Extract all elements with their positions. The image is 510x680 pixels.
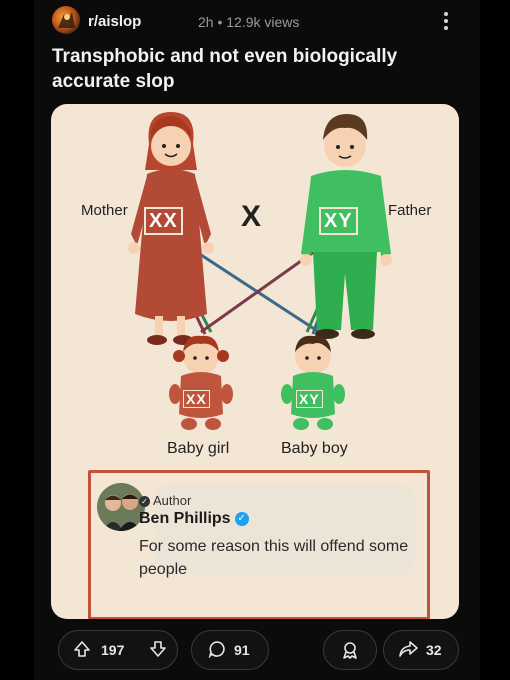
mother-chromosomes: XX <box>144 207 183 235</box>
subreddit-avatar-icon[interactable] <box>52 6 80 34</box>
baby-girl-label: Baby girl <box>167 440 230 457</box>
cross-symbol: X <box>241 200 262 233</box>
post-image[interactable]: Mother Father X XX XY XX XY Baby girl Ba… <box>51 104 459 619</box>
embedded-comment: ✓Author Ben Phillips✓ For some reason th… <box>88 470 430 619</box>
share-icon <box>398 640 418 661</box>
comment-count: 91 <box>234 642 250 658</box>
share-count: 32 <box>426 642 442 658</box>
baby-boy-label: Baby boy <box>281 440 348 457</box>
author-tag-text: Author <box>153 493 192 508</box>
post-meta: 2h • 12.9k views <box>198 14 300 30</box>
action-bar: 197 91 32 <box>52 630 462 670</box>
left-gutter <box>0 0 34 680</box>
share-button[interactable]: 32 <box>383 630 459 670</box>
commenter-name-text: Ben Phillips <box>139 510 231 527</box>
comment-button[interactable]: 91 <box>191 630 269 670</box>
baby-girl-chromosomes: XX <box>183 390 210 408</box>
upvote-count: 197 <box>101 642 125 658</box>
baby-boy-figure <box>281 335 345 430</box>
post-header: r/aislop 2h • 12.9k views <box>52 6 472 38</box>
commenter-avatar <box>97 483 145 531</box>
upvote-icon[interactable] <box>73 640 91 661</box>
right-gutter <box>480 0 510 680</box>
baby-boy-chromosomes: XY <box>296 390 323 408</box>
comment-text: For some reason this will offend some pe… <box>139 538 409 578</box>
award-icon <box>340 640 360 663</box>
author-check-icon: ✓ <box>139 496 150 508</box>
comment-icon <box>208 640 226 661</box>
father-chromosomes: XY <box>319 207 358 235</box>
illustration <box>128 112 392 430</box>
mother-figure <box>128 112 214 345</box>
mother-label: Mother <box>81 202 128 219</box>
more-options-icon[interactable] <box>440 12 452 32</box>
comment-bubble <box>155 485 415 575</box>
vote-control: 197 <box>58 630 178 670</box>
baby-girl-figure <box>169 335 233 430</box>
downvote-icon[interactable] <box>149 640 167 661</box>
post-title[interactable]: Transphobic and not even biologically ac… <box>52 46 398 92</box>
author-tag: ✓Author <box>139 493 191 508</box>
award-button[interactable] <box>323 630 377 670</box>
subreddit-name[interactable]: r/aislop <box>88 13 142 30</box>
father-figure <box>300 114 392 339</box>
commenter-name: Ben Phillips✓ <box>139 510 249 528</box>
verified-icon: ✓ <box>234 511 249 526</box>
father-label: Father <box>388 202 432 219</box>
